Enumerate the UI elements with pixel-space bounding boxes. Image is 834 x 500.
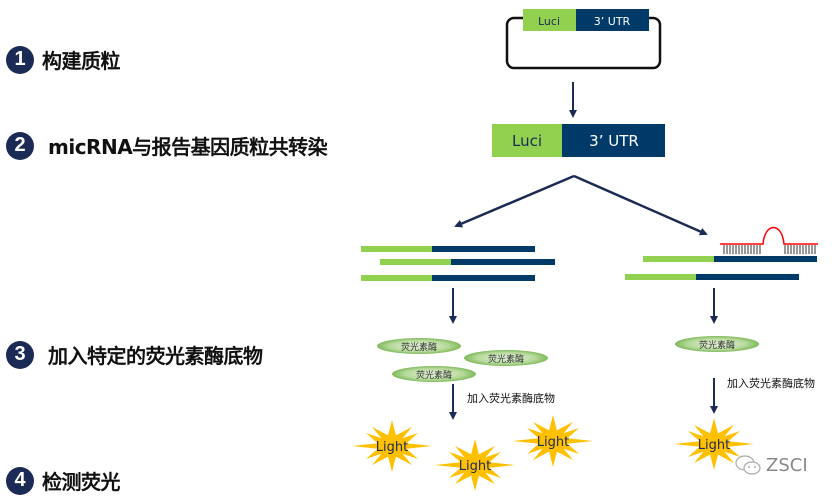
substrate-label: 加入荧光素酶底物	[727, 376, 815, 390]
step-number-badge: 3	[6, 340, 34, 369]
enzyme: 荧光素酶	[392, 366, 476, 382]
svg-text:荧光素酶: 荧光素酶	[401, 341, 437, 353]
enzyme: 荧光素酶	[377, 338, 461, 354]
step-number-badge: 4	[6, 466, 34, 495]
burst-shape	[513, 415, 593, 467]
light-label: Light	[459, 459, 491, 474]
watermark: ZSCI	[734, 454, 808, 476]
plasmid-luci-label: Luci	[538, 15, 560, 28]
step-4: 4 检测荧光	[6, 466, 121, 495]
enzyme: 荧光素酶	[675, 336, 759, 352]
step-label: 检测荧光	[42, 470, 121, 494]
substrate-label: 加入荧光素酶底物	[467, 391, 555, 405]
light-label: Light	[537, 435, 569, 450]
svg-text:荧光素酶: 荧光素酶	[699, 339, 735, 351]
light-burst: Light	[435, 439, 515, 491]
construct-luci-segment	[492, 124, 562, 157]
light-burst: Light	[674, 418, 754, 470]
light-burst: Light	[352, 420, 432, 472]
plasmid: Luci 3’ UTR	[505, 9, 662, 70]
step-label: 加入特定的荧光素酶底物	[48, 344, 263, 368]
left-mrna-group	[361, 246, 555, 281]
step-number-badge: 1	[6, 45, 34, 74]
plasmid-utr-label: 3’ UTR	[594, 15, 631, 28]
plasmid-utr-segment	[576, 9, 649, 31]
construct-utr-label: 3’ UTR	[589, 132, 639, 150]
enzyme: 荧光素酶	[464, 350, 548, 366]
arrow-right-branch-icon	[573, 174, 708, 236]
light-label: Light	[376, 440, 408, 455]
burst-shape	[674, 418, 754, 470]
svg-text:荧光素酶: 荧光素酶	[416, 369, 452, 381]
right-mrna-group	[625, 226, 818, 280]
reporter-construct: Luci 3’ UTR	[492, 124, 665, 157]
step-label: micRNA与报告基因质粒共转染	[48, 135, 328, 159]
mirna-icon	[720, 226, 818, 254]
watermark-text: ZSCI	[766, 454, 808, 476]
construct-luci-label: Luci	[512, 132, 542, 150]
construct-utr-segment	[562, 124, 665, 157]
light-label: Light	[698, 438, 730, 453]
step-3: 3 加入特定的荧光素酶底物	[6, 340, 263, 369]
step-2: 2 micRNA与报告基因质粒共转染	[6, 131, 328, 160]
burst-shape	[352, 420, 432, 472]
burst-shape	[435, 439, 515, 491]
arrow-left-branch-icon	[454, 174, 575, 228]
light-burst: Light	[513, 415, 593, 467]
plasmid-luci-segment	[523, 9, 576, 31]
wechat-icon	[735, 455, 761, 475]
step-1: 1 构建质粒	[6, 45, 121, 74]
step-number-badge: 2	[6, 131, 34, 160]
step-label: 构建质粒	[42, 49, 121, 73]
svg-text:荧光素酶: 荧光素酶	[488, 353, 524, 365]
